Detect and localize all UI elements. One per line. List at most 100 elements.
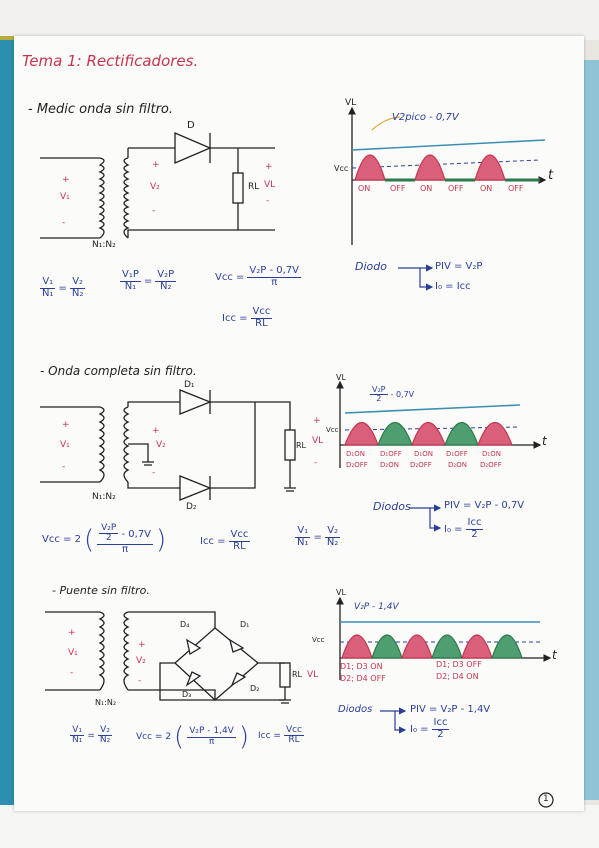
s3-graph-peak: V₂P - 1,4V (354, 602, 399, 612)
s1-diode-word: Diodo (355, 260, 387, 273)
page-title: Tema 1: Rectificadores. (22, 52, 199, 70)
s2-v1: V₁ (60, 440, 70, 450)
s2-d2: D₂ (186, 502, 197, 512)
section1-heading: - Medic onda sin filtro. (28, 102, 174, 117)
half-wave-graph (348, 106, 547, 245)
background-bottom (0, 805, 599, 848)
s2-row1-0: D₁ON (346, 450, 365, 458)
s3-minus-mid: - (138, 676, 142, 686)
s2-row1-2: D₁ON (414, 450, 433, 458)
half-wave-circuit (40, 132, 275, 239)
s3-d1: D₁ (240, 620, 250, 629)
s1-graph-peak: V2pico - 0,7V (392, 112, 459, 123)
s2-row2-0: D₂OFF (346, 461, 368, 469)
s2-v2: V₂ (156, 440, 166, 450)
piv-brackets (380, 264, 442, 734)
s2-ratio: N₁:N₂ (92, 492, 116, 502)
s2-row2-2: D₂OFF (410, 461, 432, 469)
s1-state-2: ON (420, 184, 433, 193)
s2-d1: D₁ (184, 380, 195, 390)
s2-vl: VL (312, 436, 324, 446)
page-number-circle (538, 792, 554, 808)
section2-heading: - Onda completa sin filtro. (40, 364, 197, 378)
s1-graph-t: t (548, 168, 554, 183)
s1-graph-ylabel: VL (345, 98, 357, 108)
s2-plus-right: + (313, 416, 321, 426)
s3-plus-left: + (68, 628, 76, 638)
s1-state-1: OFF (390, 184, 406, 193)
s1-rl: RL (248, 182, 260, 192)
s2-row2-1: D₂ON (380, 461, 399, 469)
s2-row1-4: D₁ON (482, 450, 501, 458)
s2-minus-right: - (314, 458, 318, 468)
s3-v2: V₂ (136, 656, 146, 666)
s3-vl: VL (307, 670, 319, 680)
s2-minus-mid: - (152, 468, 156, 478)
s3-diode-word: Diodos (338, 704, 373, 715)
s1-state-5: OFF (508, 184, 524, 193)
section3-heading: - Puente sin filtro. (52, 584, 150, 597)
s1-minus-mid: - (152, 206, 156, 216)
s3-state-2b: D2; D4 ON (436, 672, 479, 681)
s1-state-4: ON (480, 184, 493, 193)
s1-state-0: ON (358, 184, 371, 193)
s2-graph-ylabel: VL (336, 373, 346, 382)
s3-d2: D₂ (250, 684, 260, 693)
s1-state-3: OFF (448, 184, 464, 193)
s2-row2-3: D₂ON (448, 461, 467, 469)
s3-graph-vcc: Vcc (312, 636, 325, 644)
bridge-graph (336, 596, 552, 680)
s1-plus-left: + (62, 175, 70, 185)
s3-state-2a: D1; D3 OFF (436, 660, 482, 669)
s3-state-1a: D1; D3 ON (340, 662, 383, 671)
s1-v2: V₂ (150, 182, 160, 192)
s3-piv: PIV = V₂P - 1,4V (410, 704, 491, 715)
s3-graph-t: t (552, 648, 557, 662)
s2-minus-left: - (62, 462, 66, 472)
s2-graph-vcc: Vcc (326, 426, 339, 434)
s3-plus-mid: + (138, 640, 146, 650)
s3-v1: V₁ (68, 648, 78, 658)
s1-diode-label: D (187, 120, 195, 131)
full-wave-graph (336, 380, 542, 468)
s2-piv: PIV = V₂P - 0,7V (444, 500, 525, 511)
s3-d4: D₄ (180, 620, 190, 629)
s2-row1-1: D₁OFF (380, 450, 402, 458)
s1-vl: VL (264, 180, 276, 190)
full-wave-circuit (40, 389, 296, 501)
s1-minus-left: - (62, 218, 66, 228)
page-number: 1 (543, 794, 549, 804)
s1-plus-mid: + (152, 160, 160, 170)
s3-ratio: N₁:N₂ (95, 698, 117, 707)
s3-d3: D₃ (182, 690, 192, 699)
s3-graph-ylabel: VL (336, 588, 346, 597)
s1-graph-vcc: Vcc (334, 164, 349, 173)
s2-rl: RL (296, 441, 307, 450)
s2-row2-4: D₂OFF (480, 461, 502, 469)
s2-row1-3: D₁OFF (446, 450, 468, 458)
s3-state-1b: D2; D4 OFF (340, 674, 386, 683)
s3-minus-left: - (70, 668, 74, 678)
s1-v1: V₁ (60, 192, 70, 202)
background-top (0, 0, 599, 40)
s1-ratio: N₁:N₂ (92, 240, 116, 250)
bridge-circuit (45, 611, 291, 704)
s1-piv: PIV = V₂P (435, 261, 483, 272)
s1-minus-right: - (266, 196, 270, 206)
s2-plus-left: + (62, 420, 70, 430)
s2-diode-word: Diodos (373, 500, 411, 513)
s1-io: I₀ = Icc (435, 281, 471, 292)
